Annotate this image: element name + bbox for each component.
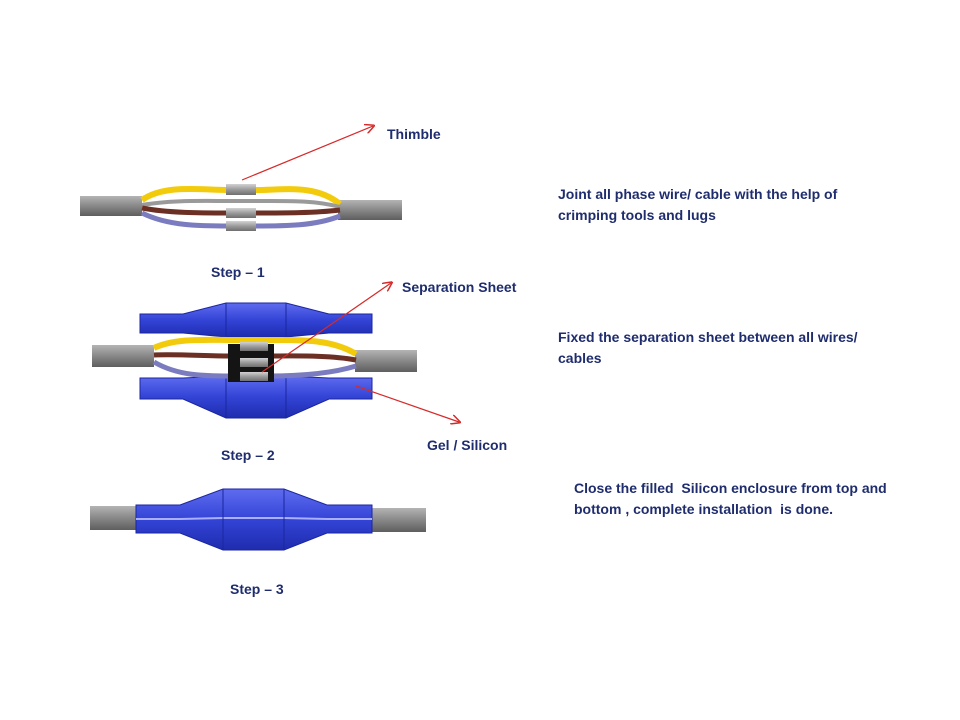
step-3-enclosure-joint-line xyxy=(136,517,372,520)
step-1-grey-wire xyxy=(141,198,341,209)
step-2-label: Step – 2 xyxy=(221,447,275,463)
step-2-illustration xyxy=(92,302,417,419)
step-2-thimble-top xyxy=(240,342,268,351)
step-2-thimble-middle xyxy=(240,358,268,367)
step-2-yellow-wire xyxy=(152,336,358,357)
step-2-left-cable xyxy=(92,345,154,367)
step-3-right-cable xyxy=(372,508,426,532)
separation-sheet-label: Separation Sheet xyxy=(402,279,517,295)
step-2-description: Fixed the separation sheet between all w… xyxy=(558,329,858,366)
step-1-left-cable xyxy=(80,196,142,216)
thimble-label: Thimble xyxy=(387,126,441,142)
step-1-description: Joint all phase wire/ cable with the hel… xyxy=(558,186,838,223)
thimble-arrow xyxy=(241,126,373,181)
step-1-thimble-top xyxy=(226,184,256,195)
step-2-thimble-bottom xyxy=(240,372,268,381)
step-3-description: Close the filled Silicon enclosure from … xyxy=(574,480,891,517)
step-3-label: Step – 3 xyxy=(230,581,284,597)
step-1-right-cable xyxy=(338,200,402,220)
step-3-left-cable xyxy=(90,506,138,530)
gel-silicon-label: Gel / Silicon xyxy=(427,437,508,453)
step-2-bottom-enclosure-half xyxy=(139,375,373,419)
step-1-thimble-bottom xyxy=(226,221,256,231)
step-1-illustration xyxy=(80,184,402,231)
separation-sheet-arrow xyxy=(261,283,391,373)
gel-silicon-arrow xyxy=(355,385,459,422)
step-3-illustration xyxy=(90,488,426,551)
step-1-thimble-middle xyxy=(226,208,256,218)
step-1-label: Step – 1 xyxy=(211,264,265,280)
step-2-right-cable xyxy=(355,350,417,372)
